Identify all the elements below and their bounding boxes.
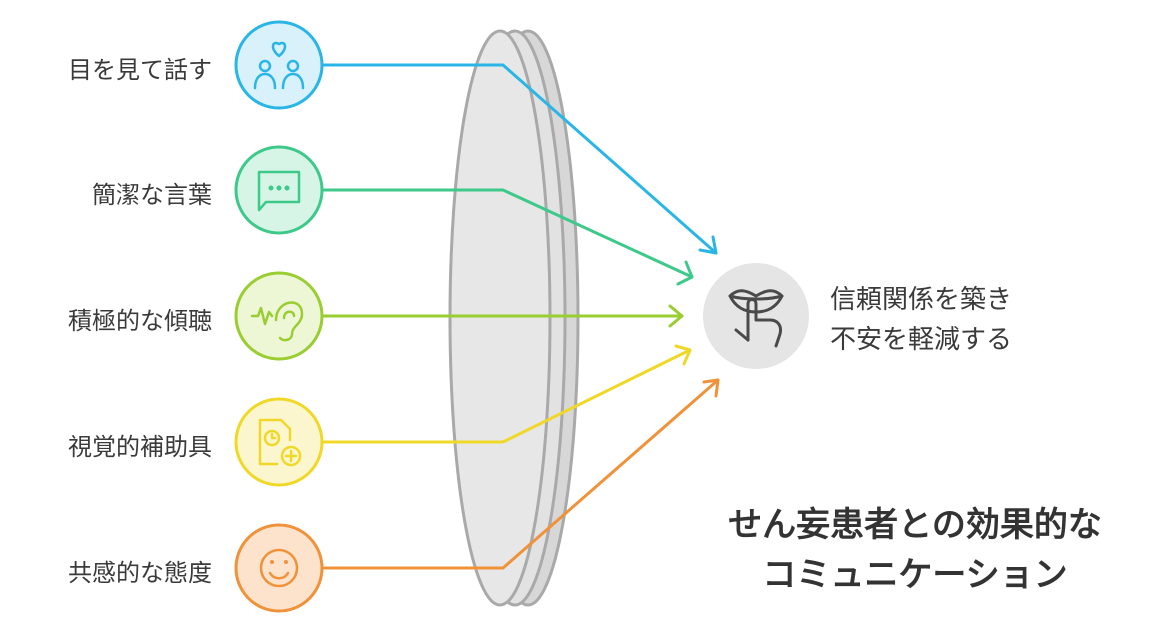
item-label-visual-aids: 視覚的補助具 xyxy=(68,433,212,461)
ear-sound-icon xyxy=(234,271,324,361)
item-label-active-listening: 積極的な傾聴 xyxy=(68,307,212,335)
arrow-visual-aids xyxy=(321,344,692,444)
chat-bubble-dots-icon xyxy=(234,145,324,235)
lens-shape xyxy=(448,29,580,607)
title-line-1: せん妄患者との効果的な xyxy=(728,505,1102,545)
diagram-title: せん妄患者との効果的な コミュニケーション xyxy=(690,500,1140,600)
item-label-concise-words: 簡潔な言葉 xyxy=(92,181,212,209)
smiley-face-icon xyxy=(234,523,324,613)
eye-contact-people-heart-icon xyxy=(234,20,324,110)
arrow-concise-words xyxy=(321,188,694,286)
outcome-line-2: 不安を軽減する xyxy=(830,325,1013,355)
arrow-active-listening xyxy=(321,304,684,328)
item-label-empathy: 共感的な態度 xyxy=(68,559,212,587)
document-clock-plus-icon xyxy=(234,397,324,487)
outcome-line-1: 信頼関係を築き xyxy=(830,285,1013,315)
silence-finger-lips-icon xyxy=(703,263,809,369)
outcome-text: 信頼関係を築き 不安を軽減する xyxy=(830,280,1012,360)
item-label-eye-contact: 目を見て話す xyxy=(68,56,212,84)
title-line-2: コミュニケーション xyxy=(762,555,1068,595)
arrow-empathy xyxy=(321,378,720,570)
arrow-eye-contact xyxy=(321,63,718,255)
